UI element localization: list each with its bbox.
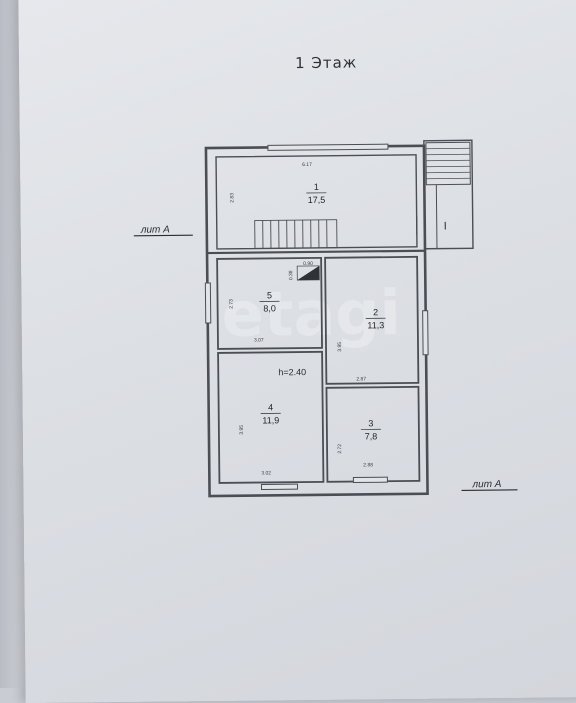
section-line-bottom [462, 490, 518, 491]
document-page: 1 Этаж etagi [18, 0, 576, 703]
porch-divider [436, 185, 437, 249]
room-2-width-dim: 2.87 [356, 376, 366, 382]
ceiling-height: h=2.40 [278, 367, 306, 377]
floor-plan: etagi [18, 0, 576, 681]
room-5-width-dim: 3.07 [254, 337, 264, 343]
stair-width-dim: 0.90 [303, 261, 313, 267]
room-4-width-dim: 3.02 [261, 470, 271, 476]
window-right [423, 311, 428, 355]
section-label-bottom: лит А [471, 479, 501, 490]
interior-stair [255, 220, 337, 249]
room-4-number: 4 [268, 402, 273, 412]
room-1-area: 17,5 [308, 195, 326, 205]
section-label-left: лит А [140, 224, 170, 235]
room-3-number: 3 [368, 418, 373, 428]
window-bottom-left [261, 484, 297, 489]
room-5-area: 8,0 [263, 303, 276, 313]
room-3-area: 7,8 [365, 431, 378, 441]
outer-width-dim: 6.17 [302, 162, 312, 168]
room-1-number: 1 [314, 182, 319, 192]
room-3-height-dim: 2.72 [337, 444, 343, 454]
window-top [268, 144, 388, 150]
room-2-area: 11,3 [367, 320, 384, 330]
room-4-height-dim: 3.95 [239, 425, 245, 435]
porch-label: I [444, 221, 447, 233]
hall-wall [207, 251, 425, 253]
room-2-number: 2 [373, 307, 378, 317]
room-5-height-dim: 2.73 [229, 299, 235, 309]
room-5-number: 5 [267, 290, 272, 300]
stair-outline [255, 220, 337, 249]
room-4-area: 11,9 [262, 415, 279, 425]
porch [424, 140, 473, 248]
room-3-width-dim: 2.88 [363, 462, 373, 468]
window-bottom-right [353, 477, 387, 482]
section-line-left [134, 235, 193, 236]
hall-height-dim: 2.83 [229, 193, 235, 203]
porch-outline [424, 140, 473, 248]
window-left [205, 283, 210, 323]
room-2-height-dim: 3.95 [337, 342, 343, 352]
stair-height-dim: 0.38 [288, 270, 294, 280]
